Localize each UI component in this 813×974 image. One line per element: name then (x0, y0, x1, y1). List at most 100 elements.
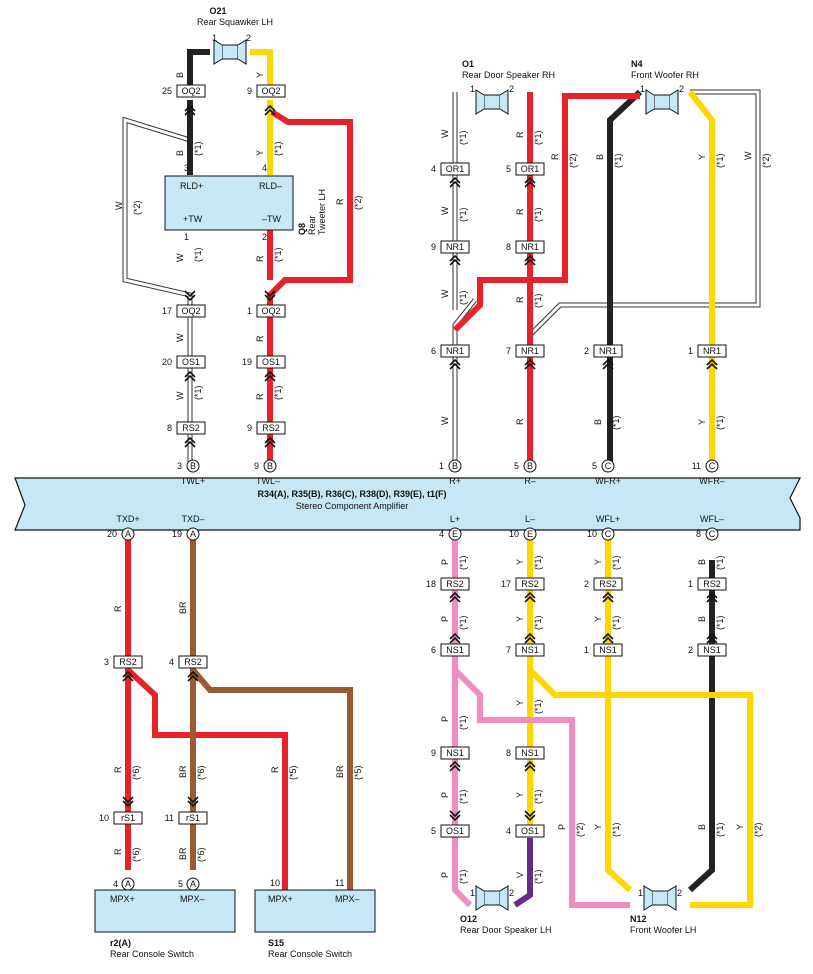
r2-pin1: 4 (113, 879, 118, 889)
wire-label: B (593, 419, 603, 425)
connector-pin: 7 (506, 645, 511, 655)
connector-pin: 2 (584, 579, 589, 589)
o12-code: O12 (460, 914, 477, 924)
wire-label: Y (593, 616, 603, 622)
o1-code: O1 (462, 59, 474, 69)
connector-label: NS1 (521, 645, 539, 655)
connector-pin: 18 (426, 579, 436, 589)
connector-pin: 1 (247, 306, 252, 316)
amp-title: R34(A), R35(B), R36(C), R38(D), R39(E), … (257, 489, 446, 499)
speaker-o21: O21 Rear Squawker LH 1 2 (197, 6, 273, 65)
amp-pin-conn: A (125, 529, 131, 539)
s15-pin2: 11 (335, 878, 344, 888)
term-wfr-plus: WFR+ (595, 476, 621, 486)
wire-label: BR (178, 601, 188, 614)
wire-note: (*1) (273, 141, 283, 156)
n12-name: Front Woofer LH (630, 925, 696, 935)
connector-pin: 10 (99, 813, 109, 823)
q8-t2: RLD– (259, 181, 282, 191)
wire-label: P (557, 824, 567, 830)
wires-pink (452, 540, 630, 908)
wire-note: (*2) (753, 822, 763, 837)
s15-t1: MPX+ (268, 894, 293, 904)
connector-label: NS1 (521, 748, 539, 758)
term-twl-minus: TWL– (256, 476, 280, 486)
wire-note: (*6) (196, 765, 206, 780)
wire-label: Y (255, 72, 265, 78)
wire-label: BR (335, 765, 345, 778)
amp-pin-num: 9 (254, 461, 259, 471)
wire-note: (*2) (575, 822, 585, 837)
connector-label: OQ2 (181, 86, 200, 96)
wire-label: R (113, 605, 123, 612)
wire-note: (*5) (288, 765, 298, 780)
wire-label: Y (515, 792, 525, 798)
term-r-plus: R+ (449, 476, 461, 486)
wire-label: P (440, 616, 450, 622)
wire-note: (*1) (533, 130, 543, 145)
term-l-minus: L– (525, 514, 535, 524)
connector-pin: 4 (169, 657, 174, 667)
r2-t1: MPX+ (110, 894, 135, 904)
connector-pin: 8 (506, 242, 511, 252)
term-r-minus: R– (524, 476, 536, 486)
amp-pin-num: 3 (177, 461, 182, 471)
s15-code: S15 (268, 938, 284, 948)
connector-label: RS2 (599, 579, 617, 589)
amp-pin-conn: E (452, 529, 458, 539)
wire-note: (*5) (353, 765, 363, 780)
wire-label: W (440, 206, 450, 215)
connector-label: OQ2 (261, 86, 280, 96)
connector-label: OS1 (262, 357, 280, 367)
connector-pin: 4 (431, 164, 436, 174)
wire-label: Y (697, 154, 707, 160)
term-txd-plus: TXD+ (116, 514, 139, 524)
connector-pin: 9 (431, 748, 436, 758)
amp-pin-num: 4 (439, 529, 444, 539)
wire-note: (*1) (611, 415, 621, 430)
tweeter-q8: RLD+ RLD– +TW –TW 3 4 1 2 Q8 Rear Tweete… (164, 163, 327, 242)
connector-label: OR1 (446, 164, 465, 174)
connector-pin: 11 (165, 813, 174, 823)
amp-pin-num: 10 (509, 529, 519, 539)
amp-pin-conn: C (605, 461, 612, 471)
wire-label: R (113, 848, 123, 855)
wire-label: W (440, 129, 450, 138)
wire-label: R (270, 766, 280, 773)
connector-pin: 1 (688, 346, 693, 356)
connector-label: OS1 (521, 826, 539, 836)
connector-pin: 20 (162, 357, 172, 367)
n12-code: N12 (630, 914, 647, 924)
connector-label: RS2 (182, 423, 200, 433)
q8-pin3: 3 (184, 163, 189, 173)
wire-label: Y (593, 824, 603, 830)
wire-note: (*1) (193, 247, 203, 262)
connector-label: NR1 (521, 346, 539, 356)
connector-label: RS2 (521, 579, 539, 589)
wire-label: B (175, 72, 185, 78)
n4-name: Front Woofer RH (631, 70, 699, 80)
o1-pin1: 1 (470, 84, 475, 94)
connector-pin: 17 (501, 579, 511, 589)
wire-note: (*1) (715, 153, 725, 168)
o21-pin2: 2 (246, 33, 251, 43)
connector-label: NR1 (446, 242, 464, 252)
switch-r2: MPX+ MPX– A A 4 5 r2(A) Rear Console Swi… (94, 877, 236, 959)
wire-label: Y (515, 559, 525, 565)
amp-pin-num: 5 (514, 461, 519, 471)
connector-pin: 25 (162, 86, 172, 96)
connector-label: RS2 (262, 423, 280, 433)
amp-pin-num: 10 (587, 529, 597, 539)
connector-label: RS2 (703, 579, 721, 589)
q8-pin2: 2 (262, 232, 267, 242)
amp-pin-conn: B (527, 461, 533, 471)
connector-pin: 3 (104, 657, 109, 667)
connector-label: OR1 (521, 164, 540, 174)
wire-note: (*1) (715, 615, 725, 630)
r2-conn2: A (190, 879, 196, 889)
connector-label: OQ2 (261, 306, 280, 316)
wire-label: Y (255, 150, 265, 156)
wire-label: P (440, 559, 450, 565)
connector-pin: 19 (242, 357, 252, 367)
connector-label: NR1 (521, 242, 539, 252)
